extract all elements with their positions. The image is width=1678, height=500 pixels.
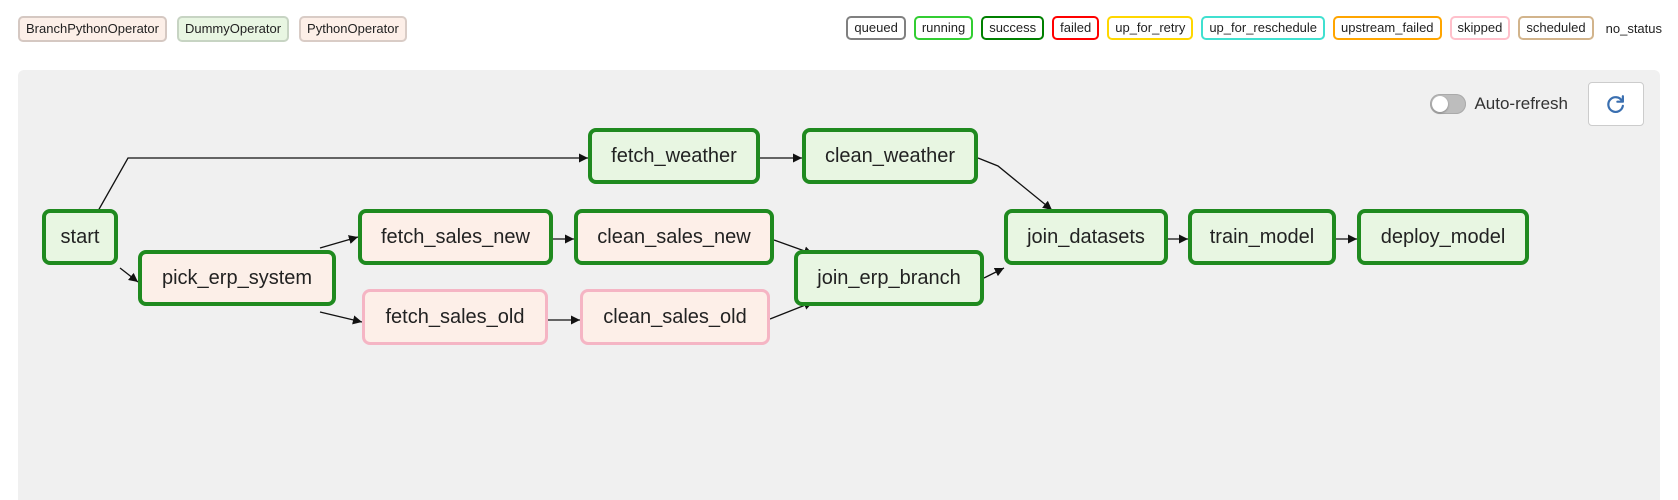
status-up-for-retry[interactable]: up_for_retry	[1107, 16, 1194, 40]
task-start[interactable]: start	[42, 209, 118, 265]
auto-refresh-control[interactable]: Auto-refresh	[1430, 94, 1568, 114]
task-join-datasets[interactable]: join_datasets	[1004, 209, 1168, 265]
status-legend: queued running success failed up_for_ret…	[846, 16, 1666, 40]
task-fetch-sales-new[interactable]: fetch_sales_new	[358, 209, 553, 265]
edge-pick-erp-fetch-sales-old	[319, 311, 363, 325]
status-failed[interactable]: failed	[1052, 16, 1100, 40]
edge-start-pick-erp	[119, 267, 139, 283]
operator-legend: BranchPythonOperator DummyOperator Pytho…	[18, 16, 407, 42]
refresh-button[interactable]	[1588, 82, 1644, 126]
auto-refresh-label: Auto-refresh	[1474, 94, 1568, 113]
toggle-switch[interactable]	[1430, 94, 1467, 114]
refresh-icon	[1607, 95, 1624, 113]
edge-pick-erp-fetch-sales-new	[319, 235, 359, 249]
task-clean-sales-old[interactable]: clean_sales_old	[580, 289, 770, 345]
task-train-model[interactable]: train_model	[1188, 209, 1336, 265]
legend-branch-python-operator[interactable]: BranchPythonOperator	[18, 16, 167, 42]
edge-start-fetch-weather	[97, 153, 588, 212]
status-up-for-reschedule[interactable]: up_for_reschedule	[1201, 16, 1326, 40]
edge-clean-weather-join-datasets	[977, 157, 1053, 211]
task-fetch-weather[interactable]: fetch_weather	[588, 128, 760, 184]
edge-join-erp-join-datasets	[983, 267, 1005, 279]
toggle-knob	[1432, 96, 1449, 112]
status-upstream-failed[interactable]: upstream_failed	[1333, 16, 1442, 40]
task-join-erp-branch[interactable]: join_erp_branch	[794, 250, 984, 306]
dag-graph-canvas[interactable]: Auto-refresh start	[18, 70, 1660, 500]
status-scheduled[interactable]: scheduled	[1518, 16, 1594, 40]
status-skipped[interactable]: skipped	[1449, 16, 1511, 40]
status-running[interactable]: running	[913, 16, 974, 40]
status-queued[interactable]: queued	[846, 16, 906, 40]
legend-python-operator[interactable]: PythonOperator	[299, 16, 407, 42]
task-clean-sales-new[interactable]: clean_sales_new	[574, 209, 774, 265]
legend-dummy-operator[interactable]: DummyOperator	[176, 16, 290, 42]
status-success[interactable]: success	[981, 16, 1045, 40]
task-fetch-sales-old[interactable]: fetch_sales_old	[362, 289, 548, 345]
status-no-status[interactable]: no_status	[1605, 20, 1662, 36]
task-clean-weather[interactable]: clean_weather	[802, 128, 978, 184]
task-pick-erp-system[interactable]: pick_erp_system	[138, 250, 336, 306]
task-deploy-model[interactable]: deploy_model	[1357, 209, 1529, 265]
